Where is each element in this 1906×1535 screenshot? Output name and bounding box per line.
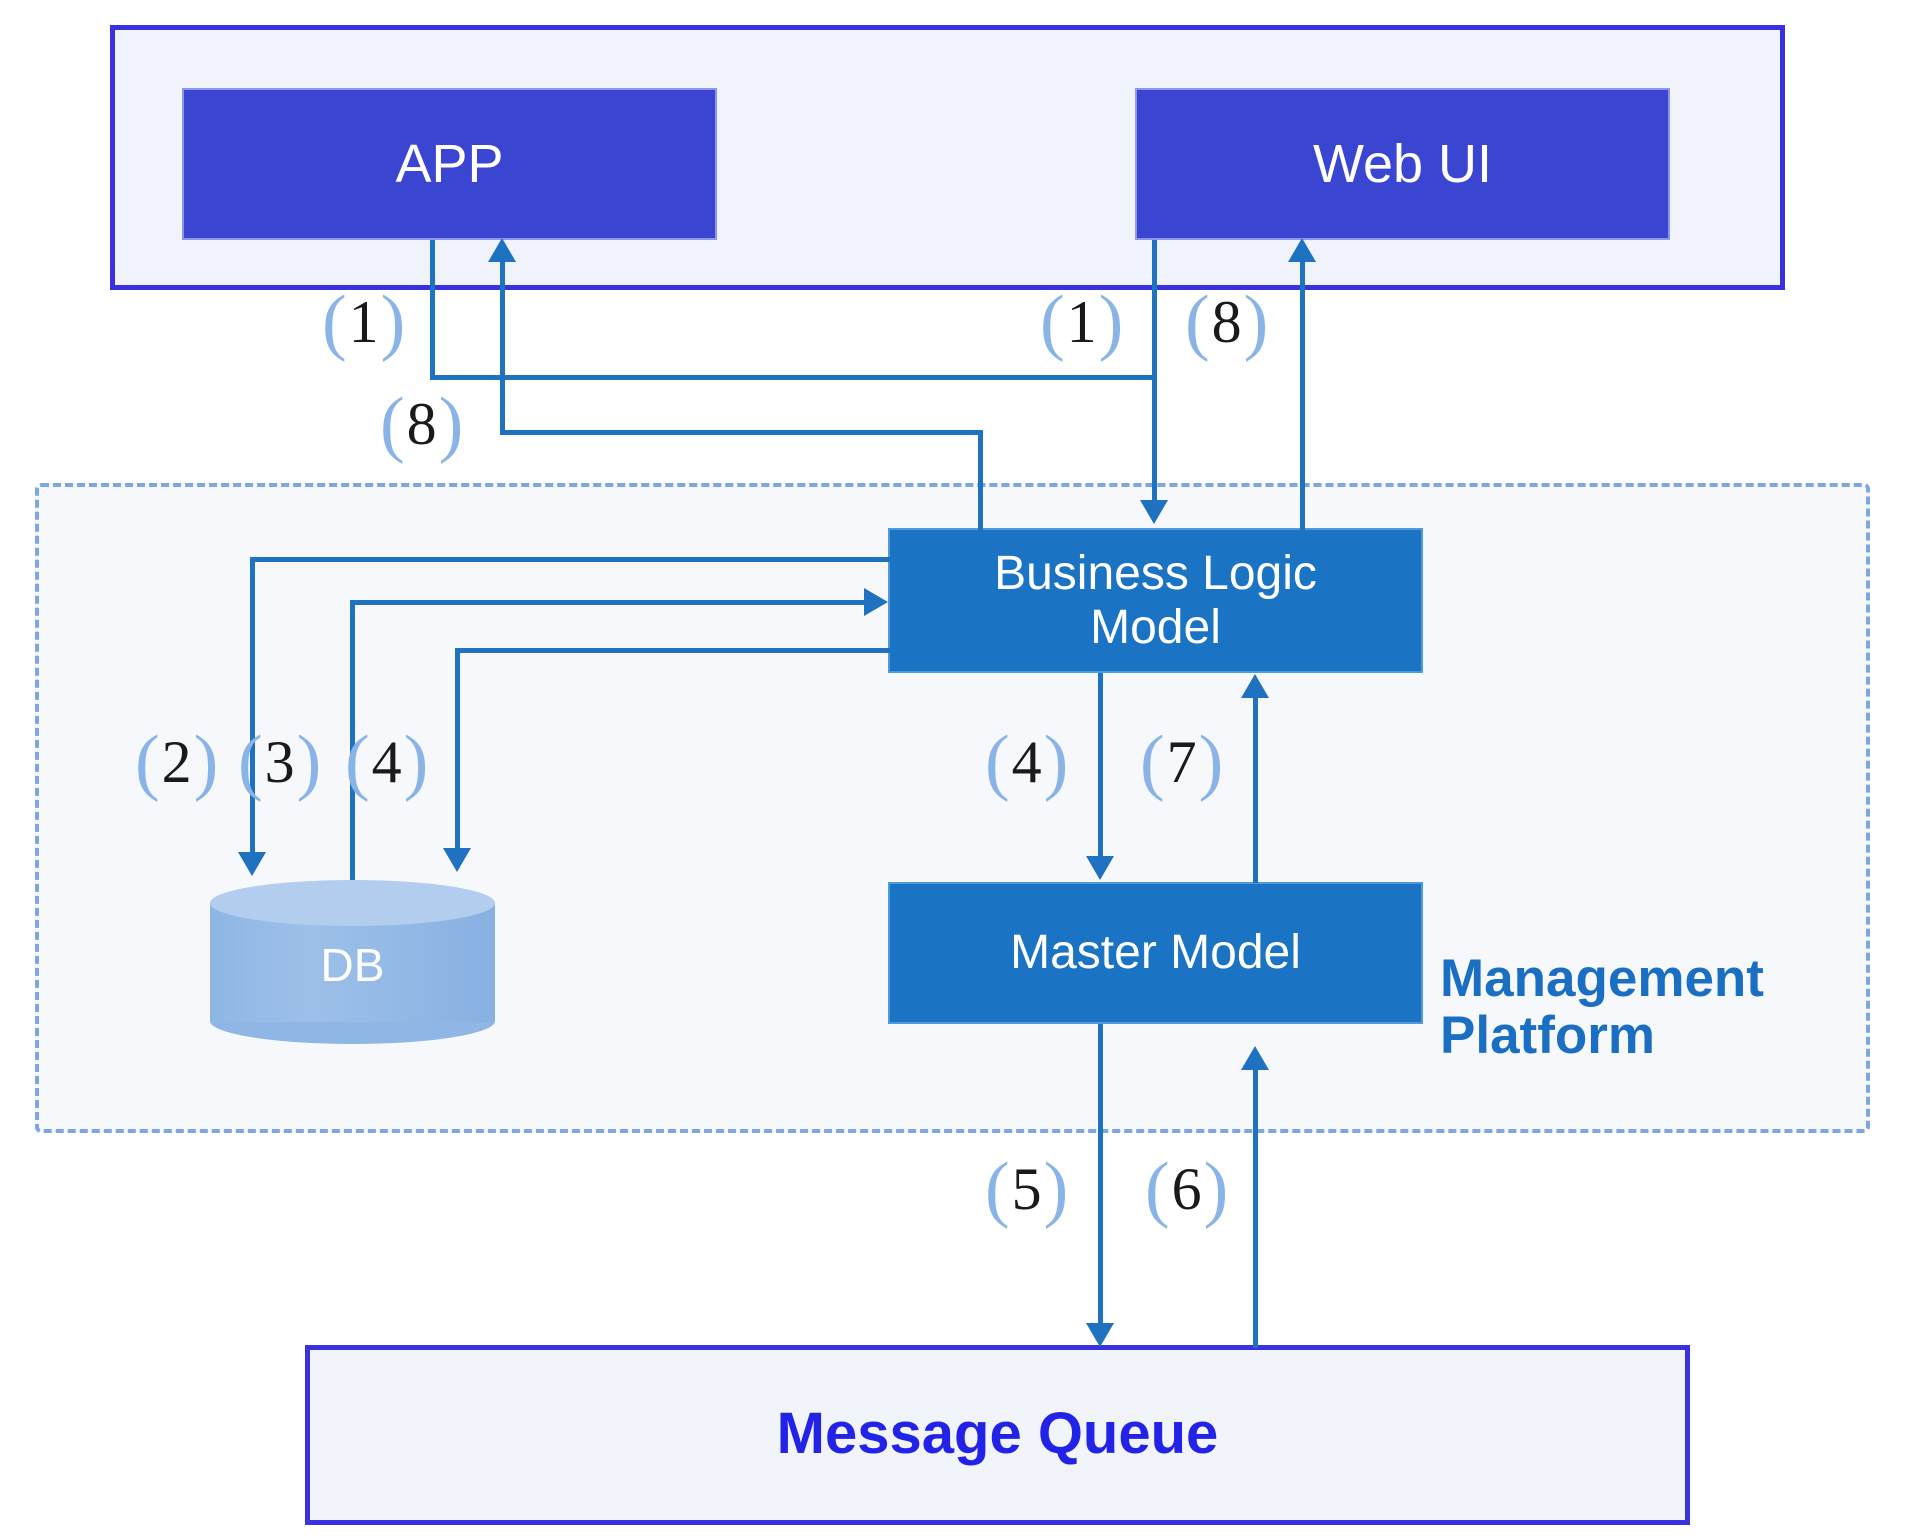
step-number: 6 [1171, 1155, 1202, 1222]
bracket-open: ( [1185, 281, 1210, 363]
edge-blm-to-app-arrowhead [488, 238, 516, 262]
node-message-queue[interactable] [305, 1345, 1690, 1525]
edge-app-to-blm-seg1 [430, 240, 435, 380]
node-db-label: DB [320, 939, 385, 991]
node-web-ui-label: Web UI [1312, 133, 1493, 194]
node-db[interactable]: DB [210, 880, 495, 1045]
node-web-ui[interactable]: Web UI [1135, 88, 1670, 240]
node-app-label: APP [395, 133, 504, 194]
node-master-model[interactable]: Master Model [888, 882, 1423, 1024]
bracket-close: ) [296, 721, 322, 803]
edge-blm-to-db-2-seg1 [250, 557, 890, 562]
bracket-open: ( [345, 721, 370, 803]
management-platform-caption: Management Platform [1440, 949, 1870, 1066]
platform-caption-line1: Management [1440, 949, 1764, 1008]
step-label-1-webui: ( 1 ) [1040, 281, 1124, 363]
edge-mq-to-master-line [1253, 1070, 1258, 1348]
step-label-2: ( 2 ) [135, 721, 219, 803]
node-message-queue-label: Message Queue [776, 1401, 1219, 1466]
step-number: 1 [348, 288, 379, 355]
step-label-6: ( 6 ) [1145, 1148, 1229, 1230]
step-number: 1 [1066, 288, 1097, 355]
edge-db-to-blm-3-arrowhead [864, 588, 888, 616]
node-business-logic-model-label-line1: Business Logic [994, 546, 1317, 600]
bracket-close: ) [1203, 1148, 1229, 1230]
bracket-close: ) [1198, 721, 1224, 803]
bracket-close: ) [193, 721, 219, 803]
edge-blm-to-master-arrowhead [1086, 856, 1114, 880]
edge-master-to-blm-line [1253, 698, 1258, 883]
step-label-5: ( 5 ) [985, 1148, 1069, 1230]
step-number: 3 [264, 728, 295, 795]
step-label-4-db: ( 4 ) [345, 721, 429, 803]
node-app[interactable]: APP [182, 88, 717, 240]
node-business-logic-model-label-line2: Model [1090, 600, 1221, 654]
bracket-close: ) [1243, 281, 1269, 363]
bracket-close: ) [1098, 281, 1124, 363]
bracket-open: ( [322, 281, 347, 363]
edge-master-to-blm-arrowhead [1241, 674, 1269, 698]
bracket-close: ) [1043, 1148, 1069, 1230]
step-number: 4 [1011, 728, 1042, 795]
step-label-7: ( 7 ) [1140, 721, 1224, 803]
bracket-close: ) [438, 383, 464, 465]
bracket-close: ) [1043, 721, 1069, 803]
edge-blm-to-db-2-arrowhead [238, 852, 266, 876]
edge-blm-to-webui-arrowhead [1288, 238, 1316, 262]
edge-master-to-mq-arrowhead [1086, 1323, 1114, 1347]
bracket-close: ) [403, 721, 429, 803]
edge-db-to-blm-3-seg2 [350, 600, 870, 605]
step-number: 4 [371, 728, 402, 795]
bracket-open: ( [985, 1148, 1010, 1230]
node-business-logic-model[interactable]: Business Logic Model [888, 528, 1423, 673]
edge-app-to-blm-seg2 [430, 375, 1155, 380]
bracket-open: ( [985, 721, 1010, 803]
edge-webui-to-blm-line [1152, 240, 1157, 505]
edge-master-to-mq-line [1098, 1024, 1103, 1334]
edge-blm-to-db-4-seg2 [455, 648, 460, 853]
edge-blm-to-db-4-seg1 [455, 648, 890, 653]
edge-db-to-blm-3-seg1 [350, 600, 355, 880]
bracket-open: ( [1140, 721, 1165, 803]
edge-blm-to-master-line [1098, 673, 1103, 858]
edge-mq-to-master-arrowhead [1241, 1046, 1269, 1070]
bracket-open: ( [1040, 281, 1065, 363]
edge-blm-to-app-seg2 [500, 430, 983, 435]
edge-blm-to-db-4-arrowhead [443, 848, 471, 872]
step-number: 2 [161, 728, 192, 795]
bracket-open: ( [1145, 1148, 1170, 1230]
step-label-8-app: ( 8 ) [380, 383, 464, 465]
platform-caption-line2: Platform [1440, 1006, 1655, 1066]
step-label-1-app: ( 1 ) [322, 281, 406, 363]
step-label-8-webui: ( 8 ) [1185, 281, 1269, 363]
step-number: 7 [1166, 728, 1197, 795]
bracket-open: ( [135, 721, 160, 803]
step-number: 8 [406, 390, 437, 457]
edge-blm-to-webui-line [1300, 262, 1305, 532]
bracket-open: ( [238, 721, 263, 803]
edge-blm-to-app-seg3 [500, 262, 505, 432]
step-number: 8 [1211, 288, 1242, 355]
bracket-open: ( [380, 383, 405, 465]
db-cylinder-top [210, 880, 495, 926]
step-label-4-master: ( 4 ) [985, 721, 1069, 803]
step-number: 5 [1011, 1155, 1042, 1222]
step-label-3: ( 3 ) [238, 721, 322, 803]
node-master-model-label: Master Model [1010, 926, 1301, 980]
edge-blm-to-app-seg1 [978, 430, 983, 530]
bracket-close: ) [380, 281, 406, 363]
edge-blm-to-db-2-seg2 [250, 557, 255, 857]
